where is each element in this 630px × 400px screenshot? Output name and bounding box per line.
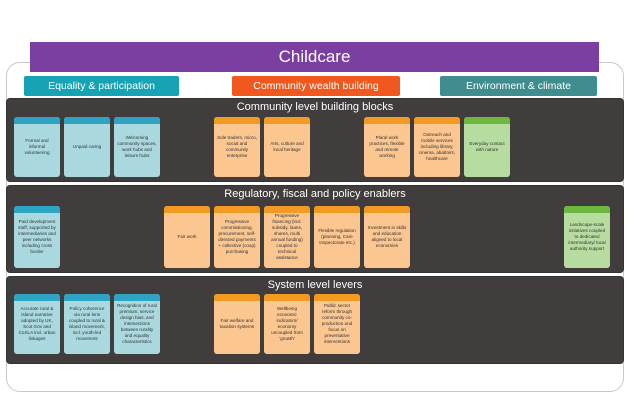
card-community-spaces: Welcoming community spaces, work hubs an… [114, 117, 160, 177]
card-skills-investment: Investment in skills and education align… [364, 206, 410, 268]
card-sole-traders: Sole traders, micro, social and communit… [214, 117, 260, 177]
card-fair-welfare: Fair welfare and taxation systems [214, 294, 260, 354]
card-rural-narrative: Accurate rural & island narrative adopte… [14, 294, 60, 354]
card-flexible-regulation: Flexible regulation (planning, Care Insp… [314, 206, 360, 268]
card-outreach-services: Outreach and mobile services including l… [414, 117, 460, 177]
card-wellbeing-indicators: Wellbeing economic indicators/ economy u… [264, 294, 310, 354]
card-landscape-initiatives: Landscape-scale initiatives coupled to d… [564, 206, 610, 268]
band-title: Community level building blocks [236, 101, 394, 113]
card-unpaid-caring: Unpaid caring [64, 117, 110, 177]
card-public-sector-reform: Public sector reform through community c… [314, 294, 360, 354]
band-title: System level levers [267, 279, 363, 291]
card-plural-work: Plural work practices, flexible and remo… [364, 117, 410, 177]
card-progressive-financing: Progressive financing (incl. subsidy, lo… [264, 206, 310, 268]
card-formal-volunteering: Formal and informal volunteering [14, 117, 60, 177]
theme-community-wealth: Community wealth building [232, 76, 400, 96]
card-progressive-commissioning: Progressive commissioning, procurement, … [214, 206, 260, 268]
card-paid-development-staff: Paid development staff, supported by int… [14, 206, 60, 268]
theme-environment: Environment & climate [440, 76, 597, 96]
card-policy-coherence: Policy coherence via rural lens coupled … [64, 294, 110, 354]
card-arts-culture: Arts, culture and local heritage [264, 117, 310, 177]
card-contact-nature: Everyday contact with nature [464, 117, 510, 177]
card-rural-premium: Recognition of rural premium, service de… [114, 294, 160, 354]
band-title: Regulatory, fiscal and policy enablers [224, 188, 406, 200]
card-fair-work: Fair work [164, 206, 210, 268]
page-title: Childcare [30, 42, 599, 72]
theme-equality: Equality & participation [24, 76, 179, 96]
